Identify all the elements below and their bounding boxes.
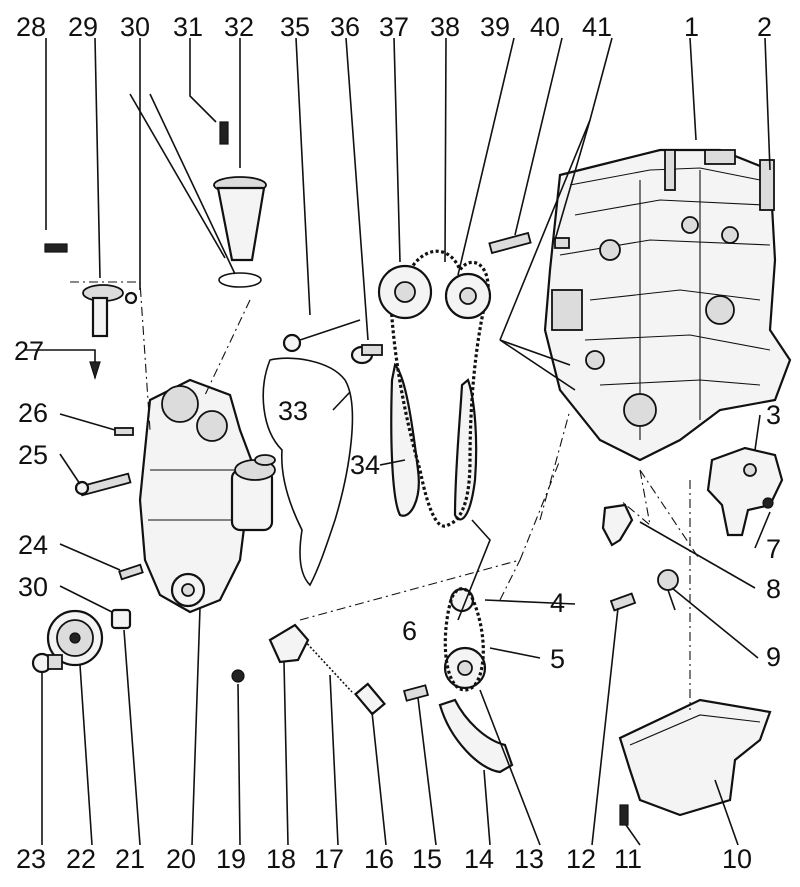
tensioner-spring	[657, 569, 679, 611]
callout-7: 7	[766, 534, 781, 564]
callout-38: 38	[430, 12, 460, 42]
callout-26: 26	[18, 398, 48, 428]
callout-12: 12	[566, 844, 596, 874]
callout-18: 18	[266, 844, 296, 874]
callout-23: 23	[16, 844, 46, 874]
callout-19: 19	[216, 844, 246, 874]
o-ring-30-top	[124, 291, 138, 305]
callout-4: 4	[550, 588, 565, 618]
callout-20: 20	[166, 844, 196, 874]
callout-29: 29	[68, 12, 98, 42]
chain-tensioner-small	[601, 503, 634, 547]
bolt-31	[219, 121, 229, 145]
filter-housing-32	[213, 176, 267, 262]
bolt-26	[114, 427, 134, 436]
callout-32: 32	[224, 12, 254, 42]
callout-3: 3	[766, 400, 781, 430]
bolt-12	[609, 592, 637, 612]
bolt-24	[118, 563, 144, 581]
bolt-28	[44, 243, 68, 253]
callout-39: 39	[480, 12, 510, 42]
callout-10: 10	[722, 844, 752, 874]
callout-13: 13	[514, 844, 544, 874]
camshaft-adjuster	[377, 264, 433, 320]
oil-pan	[618, 698, 772, 826]
callout-30-left: 30	[18, 572, 48, 602]
bolt-15	[402, 684, 430, 702]
callout-numbers: 28 29 30 31 32 35 36 37 38 39 40 41 1 2 …	[14, 12, 781, 874]
callout-41: 41	[582, 12, 612, 42]
cover-gasket	[262, 357, 354, 587]
sleeve-16	[353, 682, 387, 716]
callout-9: 9	[766, 642, 781, 672]
oil-pump-drive	[443, 587, 487, 692]
bolt-7	[762, 497, 774, 509]
callout-28: 28	[16, 12, 46, 42]
engine-mount-bracket	[706, 446, 784, 537]
pulley-bolt	[31, 652, 63, 674]
bolt-19	[231, 669, 245, 683]
callout-1: 1	[684, 12, 699, 42]
oil-pump-chain-guard	[438, 698, 514, 774]
spring-17	[301, 637, 353, 693]
engine-block	[543, 148, 792, 462]
callout-27: 27	[14, 336, 44, 366]
callout-14: 14	[464, 844, 494, 874]
camshaft-sprocket	[444, 272, 492, 320]
callout-16: 16	[364, 844, 394, 874]
callout-37: 37	[379, 12, 409, 42]
crankshaft-pulley	[46, 609, 104, 667]
callout-33: 33	[278, 396, 308, 426]
o-ring-30-mid	[218, 272, 262, 288]
callout-15: 15	[412, 844, 442, 874]
callout-31: 31	[173, 12, 203, 42]
callout-36: 36	[330, 12, 360, 42]
arrow-down-icon	[89, 361, 101, 381]
dowel-39	[488, 231, 532, 255]
dowel-40	[554, 237, 570, 249]
drain-plug	[619, 804, 629, 826]
chain-tensioner-18	[268, 623, 310, 664]
oil-filter-housing	[230, 454, 276, 532]
callout-2: 2	[757, 12, 772, 42]
callout-35: 35	[280, 12, 310, 42]
parts-drawing	[31, 121, 792, 826]
callout-40: 40	[530, 12, 560, 42]
spacer-21	[110, 608, 132, 630]
callout-21: 21	[115, 844, 145, 874]
callout-11: 11	[614, 844, 642, 874]
callout-5: 5	[550, 644, 565, 674]
timing-cover	[138, 378, 257, 614]
callout-30-top: 30	[120, 12, 150, 42]
callout-6: 6	[402, 616, 417, 646]
callout-8: 8	[766, 574, 781, 604]
callout-22: 22	[66, 844, 96, 874]
callout-25: 25	[18, 440, 48, 470]
pin-36	[350, 344, 383, 365]
callout-34: 34	[350, 450, 380, 480]
sensor-29	[82, 284, 124, 338]
camshaft-bolt	[282, 319, 361, 353]
callout-17: 17	[314, 844, 344, 874]
callout-24: 24	[18, 530, 48, 560]
